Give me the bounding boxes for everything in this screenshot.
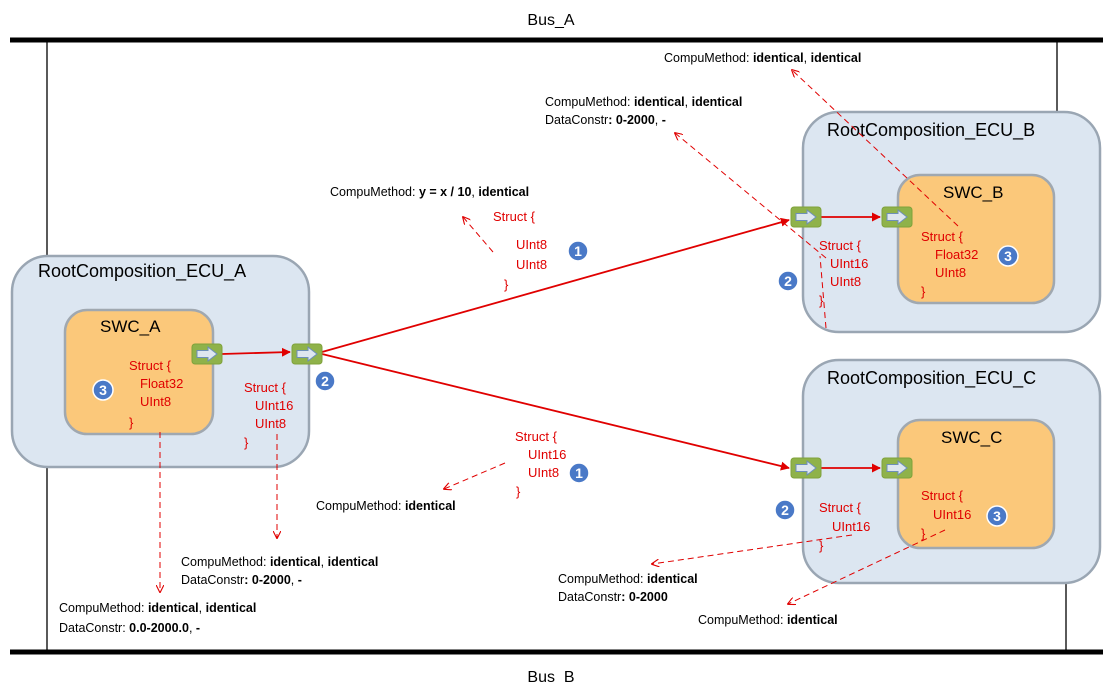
swc-a-box — [63, 308, 215, 436]
ecu-a-title: RootComposition_ECU_A — [38, 261, 246, 282]
swc-b-port — [881, 206, 913, 228]
swc-c-badge: 3 — [986, 505, 1008, 527]
connector-ecu-a-to-ecu-b — [321, 217, 790, 353]
ecu-c-port — [790, 457, 822, 479]
bus-to-b-struct-line-2: UInt8 — [516, 237, 547, 252]
bus-b-label: Bus_B — [527, 669, 574, 684]
ecu-b-port-badge: 2 — [777, 270, 799, 292]
svg-text:DataConstr: 0-2000, -: DataConstr: 0-2000, - — [545, 113, 666, 127]
swc-a-struct-line-3: UInt8 — [140, 394, 171, 409]
swc-a-title: SWC_A — [100, 317, 161, 336]
annotation-ecu-b-port: CompuMethod: identical, identical DataCo… — [545, 95, 742, 127]
ecu-a-port-struct-line-3: UInt8 — [255, 416, 286, 431]
swc-a-struct-line-4: } — [129, 415, 134, 430]
svg-text:CompuMethod: identical, identi: CompuMethod: identical, identical — [59, 601, 256, 615]
dashed-arrow-ecu-b-port — [819, 255, 827, 329]
svg-text:CompuMethod: identical, identi: CompuMethod: identical, identical — [181, 555, 378, 569]
swc-b-struct-line-3: UInt8 — [935, 265, 966, 280]
bus-a-label: Bus_A — [527, 12, 574, 29]
ecu-a-port-struct-line-2: UInt16 — [255, 398, 293, 413]
annotation-bus-to-c: CompuMethod: identical — [316, 499, 456, 513]
ecu-b-port — [790, 206, 822, 228]
connector-swc-a-to-ecu-a — [221, 347, 291, 357]
swc-b-box — [896, 173, 1056, 305]
swc-b-struct-line-1: Struct { — [921, 229, 964, 244]
swc-a-struct-line-1: Struct { — [129, 358, 172, 373]
swc-a-struct-line-2: Float32 — [140, 376, 183, 391]
bus-to-c-struct-line-1: Struct { — [515, 429, 558, 444]
svg-text:2: 2 — [781, 502, 789, 518]
svg-text:3: 3 — [1004, 248, 1012, 264]
ecu-c-port-struct-line-1: Struct { — [819, 500, 862, 515]
swc-c-struct-line-2: UInt16 — [933, 507, 971, 522]
ecu-b-port-struct-line-2: UInt16 — [830, 256, 868, 271]
svg-text:3: 3 — [99, 382, 107, 398]
ecu-a-port-badge: 2 — [314, 370, 336, 392]
connector-ecu-a-to-ecu-c — [321, 353, 790, 471]
ecu-a-composition: RootComposition_ECU_A SWC_A Struct { Flo… — [10, 254, 336, 469]
bus-to-b-struct-line-3: UInt8 — [516, 257, 547, 272]
ecu-c-title: RootComposition_ECU_C — [827, 368, 1036, 389]
bus-to-c-struct-line-3: UInt8 — [528, 465, 559, 480]
svg-text:2: 2 — [321, 373, 329, 389]
ecu-c-port-struct-line-3: } — [819, 538, 824, 553]
dashed-arrow-ecu-c-port — [652, 534, 853, 564]
bus-signal-to-b: Struct { UInt8 UInt8 } 1 — [493, 209, 589, 292]
ecu-c-port-struct-line-2: UInt16 — [832, 519, 870, 534]
ecu-a-port-struct-line-1: Struct { — [244, 380, 287, 395]
svg-text:DataConstr: 0-2000: DataConstr: 0-2000 — [558, 590, 668, 604]
dashed-arrow-bus-to-c — [444, 462, 506, 489]
swc-b-badge: 3 — [997, 245, 1019, 267]
ecu-c-port-badge: 2 — [774, 499, 796, 521]
swc-b-struct-line-4: } — [921, 284, 926, 299]
swc-c-title: SWC_C — [941, 428, 1002, 447]
annotation-ecu-c-port: CompuMethod: identical DataConstr: 0-200… — [558, 572, 698, 604]
bus-to-b-struct-line-1: Struct { — [493, 209, 536, 224]
annotation-top-right: CompuMethod: identical, identical — [664, 51, 861, 65]
svg-text:CompuMethod: identical, identi: CompuMethod: identical, identical — [545, 95, 742, 109]
svg-text:3: 3 — [993, 508, 1001, 524]
bus-signal-to-c: Struct { UInt16 UInt8 } 1 — [515, 429, 590, 499]
ecu-b-port-struct-line-3: UInt8 — [830, 274, 861, 289]
swc-a-port — [191, 343, 223, 365]
ecu-a-port — [291, 343, 323, 365]
ecu-c-composition: RootComposition_ECU_C SWC_C Struct { UIn… — [801, 358, 1102, 585]
swc-c-struct-line-3: } — [921, 526, 926, 541]
svg-text:CompuMethod: identical: CompuMethod: identical — [558, 572, 698, 586]
swc-c-box — [896, 418, 1056, 550]
annotation-swc-c: CompuMethod: identical — [698, 613, 838, 627]
dashed-arrow-bus-to-b — [463, 217, 494, 253]
ecu-a-port-struct-line-4: } — [244, 435, 249, 450]
annotation-swc-a: CompuMethod: identical, identical DataCo… — [59, 601, 256, 635]
svg-text:2: 2 — [784, 273, 792, 289]
ecu-b-port-struct-line-4: } — [819, 293, 824, 308]
dashed-arrow-ecu-b-port-up — [675, 133, 827, 259]
bus-to-b-struct-line-4: } — [504, 277, 509, 292]
swc-a-badge: 3 — [92, 379, 114, 401]
swc-c-port — [881, 457, 913, 479]
swc-c-struct-line-1: Struct { — [921, 488, 964, 503]
dashed-arrow-swc-c — [788, 529, 946, 604]
ecu-b-composition: RootComposition_ECU_B SWC_B Struct { Flo… — [801, 110, 1102, 334]
svg-text:DataConstr: 0.0-2000.0, -: DataConstr: 0.0-2000.0, - — [59, 621, 200, 635]
annotation-ecu-a-port: CompuMethod: identical, identical DataCo… — [181, 555, 378, 587]
bus-to-b-badge: 1 — [574, 243, 582, 259]
bus-to-c-badge: 1 — [575, 465, 583, 481]
ecu-b-port-struct-line-1: Struct { — [819, 238, 862, 253]
svg-text:DataConstr: 0-2000, -: DataConstr: 0-2000, - — [181, 573, 302, 587]
annotation-bus-to-b: CompuMethod: y = x / 10, identical — [330, 185, 529, 199]
ecu-b-title: RootComposition_ECU_B — [827, 120, 1035, 141]
dashed-arrow-swc-b-to-top — [792, 70, 959, 227]
swc-b-title: SWC_B — [943, 183, 1003, 202]
swc-b-struct-line-2: Float32 — [935, 247, 978, 262]
bus-to-c-struct-line-4: } — [516, 484, 521, 499]
bus-to-c-struct-line-2: UInt16 — [528, 447, 566, 462]
